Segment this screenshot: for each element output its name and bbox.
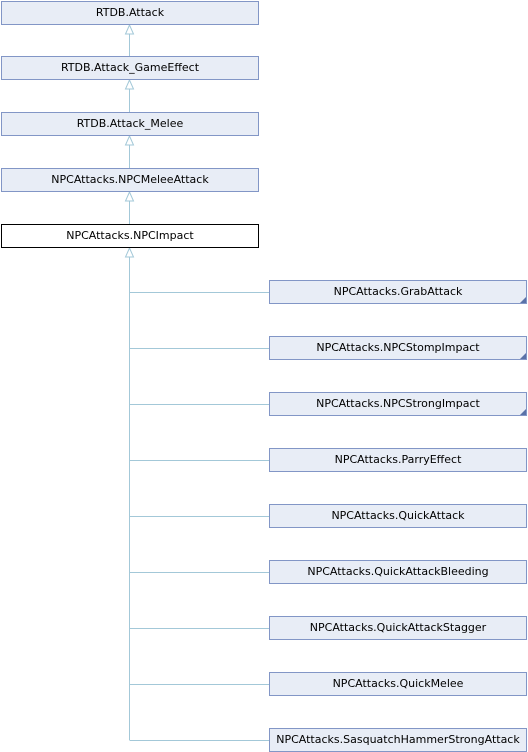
class-node-label: NPCAttacks.NPCStrongImpact xyxy=(316,397,480,410)
class-node-npcimpact-current: NPCAttacks.NPCImpact xyxy=(1,224,259,248)
has-subclasses-icon xyxy=(520,409,526,415)
class-node-label: NPCAttacks.QuickMelee xyxy=(332,677,464,690)
class-node-label: NPCAttacks.QuickAttack xyxy=(331,509,465,522)
class-node-rtdb-attack[interactable]: RTDB.Attack xyxy=(1,1,259,25)
has-subclasses-icon xyxy=(520,353,526,359)
class-node-npcstrongimpact[interactable]: NPCAttacks.NPCStrongImpact xyxy=(269,392,527,416)
class-node-npcmeleeattack[interactable]: NPCAttacks.NPCMeleeAttack xyxy=(1,168,259,192)
class-node-quickattack[interactable]: NPCAttacks.QuickAttack xyxy=(269,504,527,528)
class-node-quickmelee[interactable]: NPCAttacks.QuickMelee xyxy=(269,672,527,696)
class-node-label: NPCAttacks.ParryEffect xyxy=(334,453,462,466)
class-node-parryeffect[interactable]: NPCAttacks.ParryEffect xyxy=(269,448,527,472)
class-node-quickattackstagger[interactable]: NPCAttacks.QuickAttackStagger xyxy=(269,616,527,640)
class-node-label: NPCAttacks.QuickAttackStagger xyxy=(309,621,487,634)
class-node-label: NPCAttacks.SasquatchHammerStrongAttack xyxy=(276,733,520,746)
class-node-label: NPCAttacks.NPCStompImpact xyxy=(316,341,480,354)
inheritance-arrowhead xyxy=(124,190,135,202)
inheritance-arrowhead xyxy=(124,246,135,258)
has-subclasses-icon xyxy=(520,297,526,303)
class-node-npcstompimpact[interactable]: NPCAttacks.NPCStompImpact xyxy=(269,336,527,360)
inheritance-arrowhead xyxy=(124,78,135,90)
class-node-rtdb-attack-gameeffect[interactable]: RTDB.Attack_GameEffect xyxy=(1,56,259,80)
class-node-grabattack[interactable]: NPCAttacks.GrabAttack xyxy=(269,280,527,304)
class-node-label: NPCAttacks.GrabAttack xyxy=(333,285,463,298)
inheritance-arrowhead xyxy=(124,134,135,146)
class-node-label: NPCAttacks.QuickAttackBleeding xyxy=(307,565,489,578)
class-node-sasquatchhammerstrongattack[interactable]: NPCAttacks.SasquatchHammerStrongAttack xyxy=(269,728,527,752)
class-node-rtdb-attack-melee[interactable]: RTDB.Attack_Melee xyxy=(1,112,259,136)
inheritance-arrowhead xyxy=(124,23,135,35)
class-node-quickattackbleeding[interactable]: NPCAttacks.QuickAttackBleeding xyxy=(269,560,527,584)
